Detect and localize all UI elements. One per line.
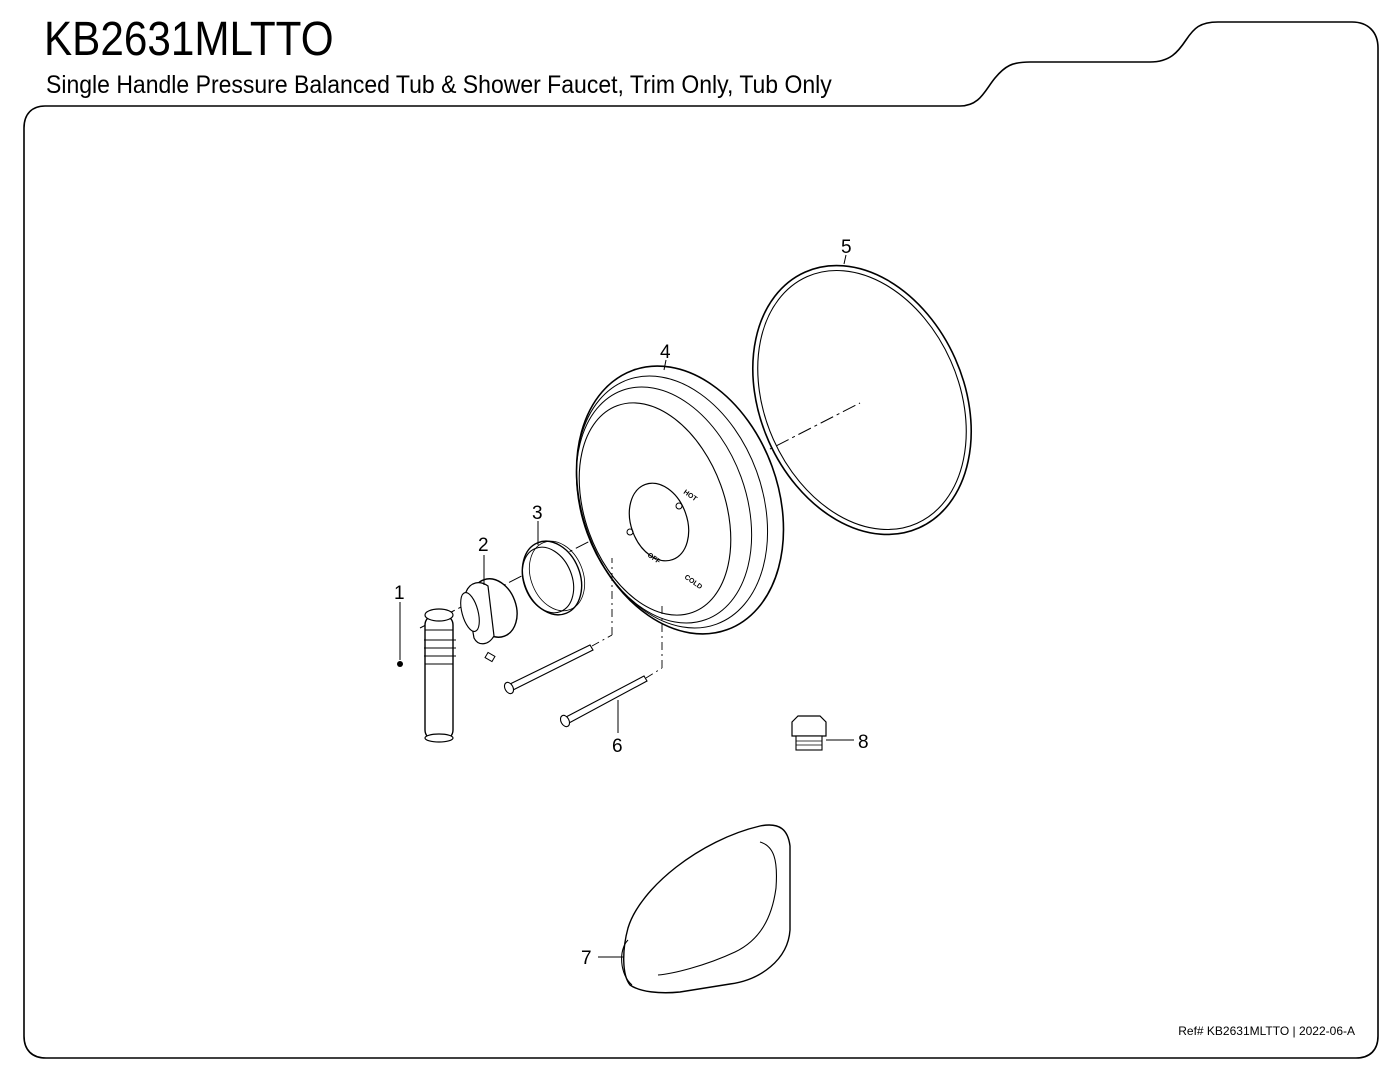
callout-2: 2 [478,535,489,556]
drawing-frame [23,21,1379,1059]
set-screw-a [397,661,403,667]
callout-8: 8 [858,732,869,753]
lever-handle-part-1 [424,608,456,743]
plug-part-8 [791,715,827,751]
reference-footer: Ref# KB2631MLTTO | 2022-06-A [1178,1024,1355,1038]
model-number-title: KB2631MLTTO [44,13,334,66]
handle-hub-part-2 [460,578,518,645]
spacer-ring-part-3 [521,540,586,616]
callout-leaders [399,254,854,958]
tub-spout-part-7 [621,824,791,994]
gasket-ring-part-5 [751,264,973,536]
escutcheon-plate-part-4: HOT OFF COLD [575,365,785,635]
callout-1: 1 [394,583,405,604]
product-description: Single Handle Pressure Balanced Tub & Sh… [46,71,832,99]
callout-7: 7 [581,948,592,969]
set-screw-b [484,651,496,663]
callout-4: 4 [660,342,671,363]
mounting-screws-part-6 [503,558,663,728]
callout-6: 6 [612,736,623,757]
callout-3: 3 [532,503,543,524]
callout-5: 5 [841,237,852,258]
